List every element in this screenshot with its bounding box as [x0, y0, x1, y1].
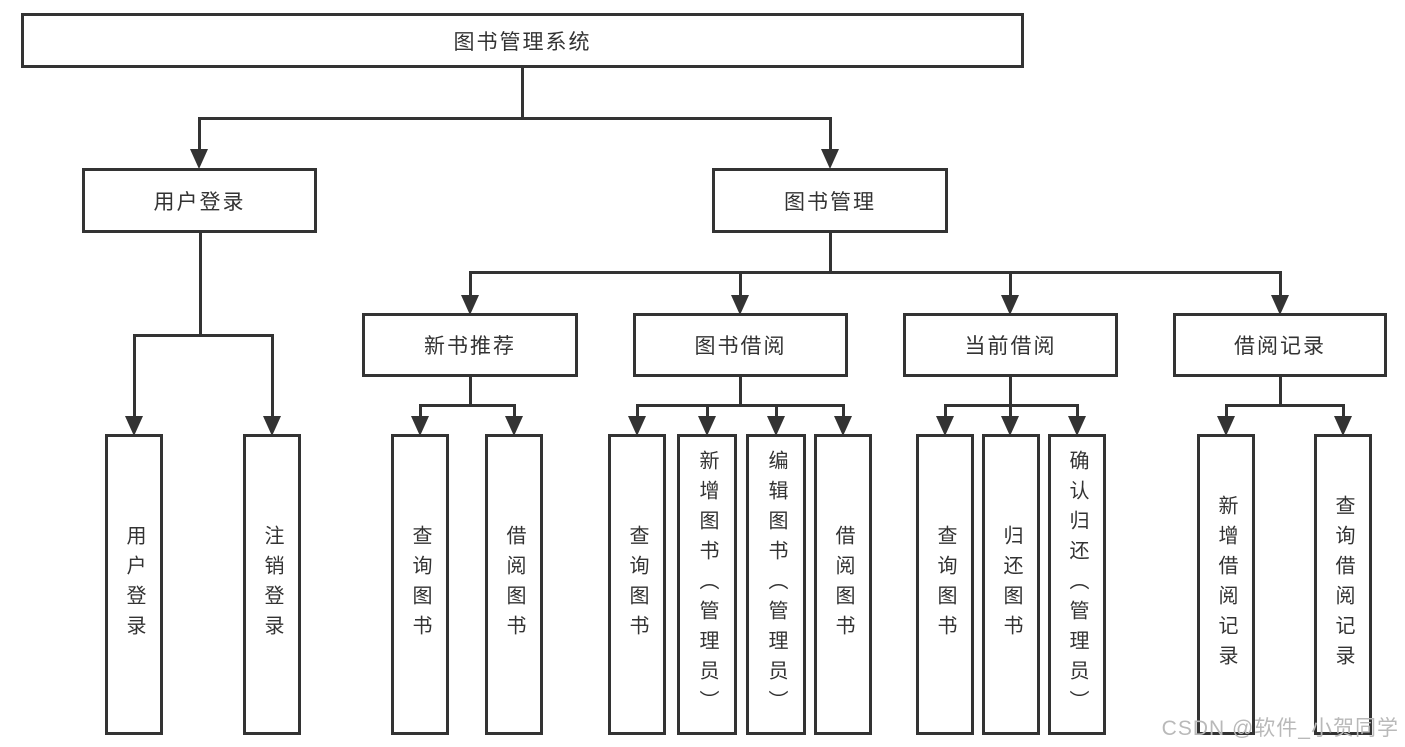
- leaf-query-books-2-label: 查询图书: [626, 524, 648, 645]
- arrow-down-icon: [936, 416, 954, 436]
- node-current-borrow: 当前借阅: [903, 313, 1118, 377]
- connector-vertical: [468, 377, 472, 405]
- node-new-book-recommend: 新书推荐: [362, 313, 578, 377]
- connector-horizontal: [635, 403, 845, 407]
- leaf-query-borrow-record-label: 查询借阅记录: [1332, 494, 1354, 675]
- arrow-down-icon: [1217, 416, 1235, 436]
- connector-arrow-stem: [1008, 272, 1012, 309]
- leaf-return-books-label: 归还图书: [1000, 524, 1022, 645]
- node-new-book-recommend-label: 新书推荐: [424, 335, 516, 358]
- csdn-watermark: CSDN @软件_小贺同学: [1161, 717, 1399, 740]
- connector-arrow-stem: [468, 272, 472, 309]
- connector-vertical: [198, 233, 202, 335]
- node-user-login-label: 用户登录: [153, 190, 246, 214]
- arrow-down-icon: [1001, 295, 1019, 315]
- node-user-login: 用户登录: [82, 168, 317, 233]
- node-borrow-records-label: 借阅记录: [1234, 335, 1326, 358]
- leaf-borrow-books-1-label: 借阅图书: [503, 524, 525, 645]
- node-root: 图书管理系统: [21, 13, 1024, 68]
- leaf-edit-books-admin-label: 编辑图书（管理员）: [765, 449, 787, 720]
- leaf-query-books-3: 查询图书: [916, 434, 974, 735]
- arrow-down-icon: [821, 149, 839, 169]
- leaf-user-login: 用户登录: [105, 434, 163, 735]
- node-book-borrow: 图书借阅: [633, 313, 848, 377]
- leaf-borrow-books-2-label: 借阅图书: [832, 524, 854, 645]
- connector-vertical: [738, 377, 742, 405]
- leaf-confirm-return-admin-label: 确认归还（管理员）: [1066, 449, 1088, 720]
- leaf-query-books-3-label: 查询图书: [934, 524, 956, 645]
- node-book-management-label: 图书管理: [784, 190, 876, 214]
- node-book-borrow-label: 图书借阅: [694, 335, 787, 358]
- connector-horizontal: [468, 270, 1282, 274]
- leaf-add-books-admin: 新增图书（管理员）: [677, 434, 737, 735]
- node-current-borrow-label: 当前借阅: [964, 335, 1057, 358]
- node-book-management: 图书管理: [712, 168, 948, 233]
- arrow-down-icon: [505, 416, 523, 436]
- node-borrow-records: 借阅记录: [1173, 313, 1387, 377]
- arrow-down-icon: [263, 416, 281, 436]
- connector-arrow-stem: [828, 118, 832, 163]
- leaf-query-borrow-record: 查询借阅记录: [1314, 434, 1372, 735]
- connector-horizontal: [197, 116, 832, 120]
- arrow-down-icon: [125, 416, 143, 436]
- leaf-logout: 注销登录: [243, 434, 301, 735]
- arrow-down-icon: [411, 416, 429, 436]
- leaf-user-login-label: 用户登录: [123, 524, 145, 645]
- connector-arrow-stem: [738, 272, 742, 309]
- leaf-edit-books-admin: 编辑图书（管理员）: [746, 434, 806, 735]
- arrow-down-icon: [461, 295, 479, 315]
- arrow-down-icon: [190, 149, 208, 169]
- leaf-borrow-books-2: 借阅图书: [814, 434, 872, 735]
- leaf-return-books: 归还图书: [982, 434, 1040, 735]
- connector-vertical: [1008, 377, 1012, 405]
- leaf-confirm-return-admin: 确认归还（管理员）: [1048, 434, 1106, 735]
- leaf-borrow-books-1: 借阅图书: [485, 434, 543, 735]
- connector-arrow-stem: [132, 335, 136, 430]
- arrow-down-icon: [731, 295, 749, 315]
- arrow-down-icon: [767, 416, 785, 436]
- arrow-down-icon: [698, 416, 716, 436]
- leaf-query-books-1: 查询图书: [391, 434, 449, 735]
- arrow-down-icon: [834, 416, 852, 436]
- connector-vertical: [828, 233, 832, 272]
- leaf-logout-label: 注销登录: [261, 524, 283, 645]
- leaf-add-borrow-record-label: 新增借阅记录: [1215, 494, 1237, 675]
- arrow-down-icon: [1001, 416, 1019, 436]
- leaf-add-borrow-record: 新增借阅记录: [1197, 434, 1255, 735]
- node-root-label: 图书管理系统: [453, 30, 592, 54]
- connector-arrow-stem: [197, 118, 201, 163]
- connector-arrow-stem: [270, 335, 274, 430]
- connector-vertical: [1278, 377, 1282, 405]
- arrow-down-icon: [628, 416, 646, 436]
- leaf-query-books-2: 查询图书: [608, 434, 666, 735]
- arrow-down-icon: [1271, 295, 1289, 315]
- arrow-down-icon: [1334, 416, 1352, 436]
- connector-horizontal: [418, 403, 516, 407]
- leaf-query-books-1-label: 查询图书: [409, 524, 431, 645]
- connector-vertical: [520, 68, 524, 118]
- leaf-add-books-admin-label: 新增图书（管理员）: [696, 449, 718, 720]
- arrow-down-icon: [1068, 416, 1086, 436]
- connector-arrow-stem: [1278, 272, 1282, 309]
- connector-horizontal: [132, 333, 274, 337]
- connector-horizontal: [1224, 403, 1345, 407]
